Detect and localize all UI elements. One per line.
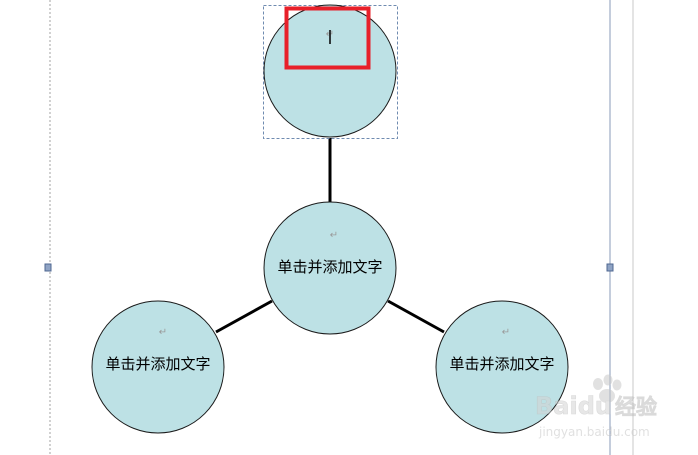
canvas-resize-handle-right[interactable] [606, 263, 614, 272]
connector-center-right [387, 299, 445, 334]
highlight-box [284, 6, 371, 70]
node-top[interactable]: ↵ [263, 4, 397, 138]
node-right-circle[interactable] [435, 300, 569, 434]
connectors [215, 138, 445, 334]
connector-center-left [215, 299, 273, 334]
node-left-label[interactable]: 单击并添加文字 [105, 355, 210, 373]
node-center-circle[interactable] [263, 201, 397, 335]
node-left[interactable]: ↵ 单击并添加文字 [91, 300, 225, 434]
watermark-suffix: 经验 [615, 395, 657, 419]
node-right[interactable]: ↵ 单击并添加文字 [435, 300, 569, 434]
node-center-paragraph-mark: ↵ [330, 230, 338, 241]
paw-icon [593, 374, 622, 403]
node-left-paragraph-mark: ↵ [159, 327, 167, 338]
canvas-resize-handle-left[interactable] [44, 263, 52, 272]
node-right-paragraph-mark: ↵ [502, 327, 510, 338]
watermark-brand: Baidu [535, 392, 612, 420]
node-center-label[interactable]: 单击并添加文字 [277, 258, 382, 276]
baidu-jingyan-watermark: Baidu 经验 jingyan.baidu.com [535, 374, 657, 439]
node-left-circle[interactable] [91, 300, 225, 434]
node-right-label[interactable]: 单击并添加文字 [449, 355, 554, 373]
node-top-circle[interactable] [263, 4, 397, 138]
watermark-url: jingyan.baidu.com [538, 425, 650, 439]
node-center[interactable]: ↵ 单击并添加文字 [263, 201, 397, 335]
